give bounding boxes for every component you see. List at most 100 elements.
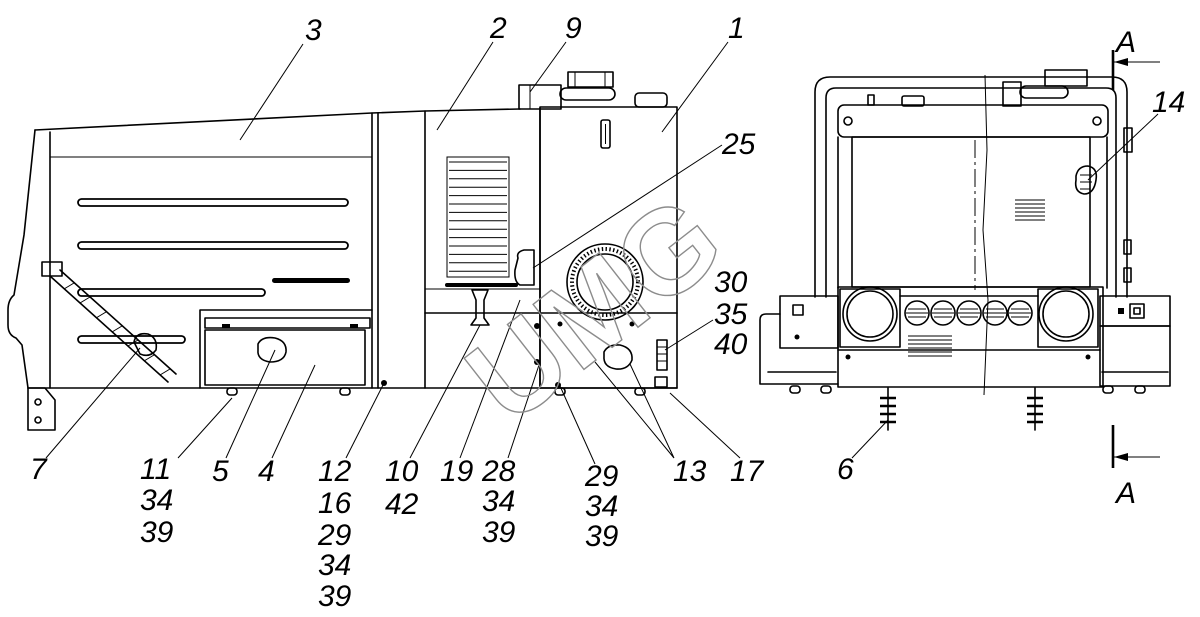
section-marker-bottom: A xyxy=(1111,425,1160,510)
ladder-rungs xyxy=(63,282,171,376)
leader-1 xyxy=(661,41,729,133)
callout-1: 1 xyxy=(728,12,745,45)
headlight-housing-left xyxy=(839,288,901,348)
left-control-box xyxy=(779,295,839,349)
front-foot xyxy=(1134,385,1146,394)
rail-4 xyxy=(77,335,186,344)
spring-coils xyxy=(1027,396,1043,424)
front-roof-unit-base xyxy=(1002,81,1022,107)
leader-19 xyxy=(459,299,521,459)
leader-2 xyxy=(436,41,494,131)
left-lower-body xyxy=(759,313,839,385)
break-line xyxy=(982,74,989,396)
section-marker-top: A xyxy=(1111,26,1160,90)
tool-box-lid xyxy=(204,317,371,329)
section-letter-bottom: A xyxy=(1114,477,1136,510)
side-hatch xyxy=(603,344,633,370)
callout-11: 11 xyxy=(140,453,171,486)
divider-panel xyxy=(371,110,426,389)
section-arrowhead xyxy=(1114,453,1128,461)
callout-29-39: 39 xyxy=(585,520,619,553)
callout-25: 25 xyxy=(721,128,756,161)
leader-7 xyxy=(45,347,141,459)
bumper-bolt xyxy=(1085,354,1091,360)
callout-5: 5 xyxy=(212,455,229,488)
frame-posts xyxy=(837,136,1108,289)
leader-29 xyxy=(559,385,596,465)
leader-5 xyxy=(225,349,276,459)
lid-bolt xyxy=(350,324,358,328)
round-vent xyxy=(956,300,982,326)
porthole-outer xyxy=(566,243,644,321)
round-vent xyxy=(1007,300,1033,326)
spring-coils xyxy=(880,396,896,424)
left-box-switch xyxy=(792,304,804,316)
leader-25 xyxy=(532,144,723,269)
callout-13: 13 xyxy=(673,455,707,488)
callout-11-34: 34 xyxy=(140,484,173,517)
fastener-dot xyxy=(557,321,563,327)
crossbar xyxy=(837,104,1109,138)
rear-housing-top-edge xyxy=(34,108,521,131)
ladder-clamp xyxy=(133,332,158,357)
section-letter-top: A xyxy=(1114,26,1136,59)
callout-29: 29 xyxy=(584,460,619,493)
door-handle-bar xyxy=(445,283,518,287)
headlight-left xyxy=(842,286,898,342)
front-panel xyxy=(851,136,1091,288)
roof-unit-base xyxy=(518,84,562,110)
spring-support-right xyxy=(1027,387,1043,431)
support-foot xyxy=(339,387,351,396)
bracket-plate xyxy=(27,387,56,431)
rail-1 xyxy=(77,198,349,207)
louver-frame xyxy=(446,156,510,278)
round-vent xyxy=(904,300,930,326)
crossbar-bolt xyxy=(843,116,853,126)
callout-10-42: 42 xyxy=(385,488,419,521)
side-hinge xyxy=(1123,239,1132,255)
right-lower-body xyxy=(1099,325,1171,387)
leader-9 xyxy=(529,41,567,93)
leader-28 xyxy=(507,361,541,459)
crossbar-bolt xyxy=(1092,116,1102,126)
round-vent xyxy=(930,300,956,326)
cab-section xyxy=(539,106,678,389)
bracket-hole xyxy=(34,398,42,406)
callout-4: 4 xyxy=(258,455,275,488)
callout-29-34: 34 xyxy=(585,490,618,523)
callout-12: 12 xyxy=(318,455,352,488)
front-roof-unit-top xyxy=(1044,69,1088,87)
front-foot xyxy=(789,385,801,394)
callout-14: 14 xyxy=(1152,86,1185,119)
right-box-indicator xyxy=(1118,308,1124,314)
louver-slats xyxy=(449,161,507,272)
section-arrowhead xyxy=(1114,58,1128,66)
support-foot xyxy=(634,387,646,396)
right-box-switch xyxy=(1129,303,1145,319)
leader-lines xyxy=(45,41,1159,465)
round-vents xyxy=(904,300,1033,326)
t-handle xyxy=(470,289,490,326)
porthole-ring xyxy=(570,247,640,317)
side-lamp-detail xyxy=(1080,174,1092,190)
grab-bar xyxy=(272,278,350,283)
side-lamp xyxy=(1074,165,1098,195)
front-view xyxy=(759,69,1171,431)
porthole-glass xyxy=(576,253,634,311)
callout-9: 9 xyxy=(565,12,582,45)
headlight-housing-right xyxy=(1037,288,1099,348)
callout-28-34: 34 xyxy=(482,485,515,518)
roof-unit-detail xyxy=(529,72,606,109)
leader-17 xyxy=(669,392,741,459)
right-box-switch-inner xyxy=(1133,307,1141,315)
callout-11-39: 39 xyxy=(140,516,174,549)
front-roof-unit-cylinder xyxy=(1019,85,1069,99)
right-control-box xyxy=(1099,295,1171,327)
lower-grille xyxy=(908,335,952,357)
round-vent xyxy=(982,300,1008,326)
ladder-rail-left xyxy=(49,275,169,383)
rear-housing-left-edge xyxy=(7,129,36,389)
fastener-dot xyxy=(555,382,561,388)
roof-unit-cylinder xyxy=(559,87,616,101)
fastener-dot xyxy=(629,321,635,327)
